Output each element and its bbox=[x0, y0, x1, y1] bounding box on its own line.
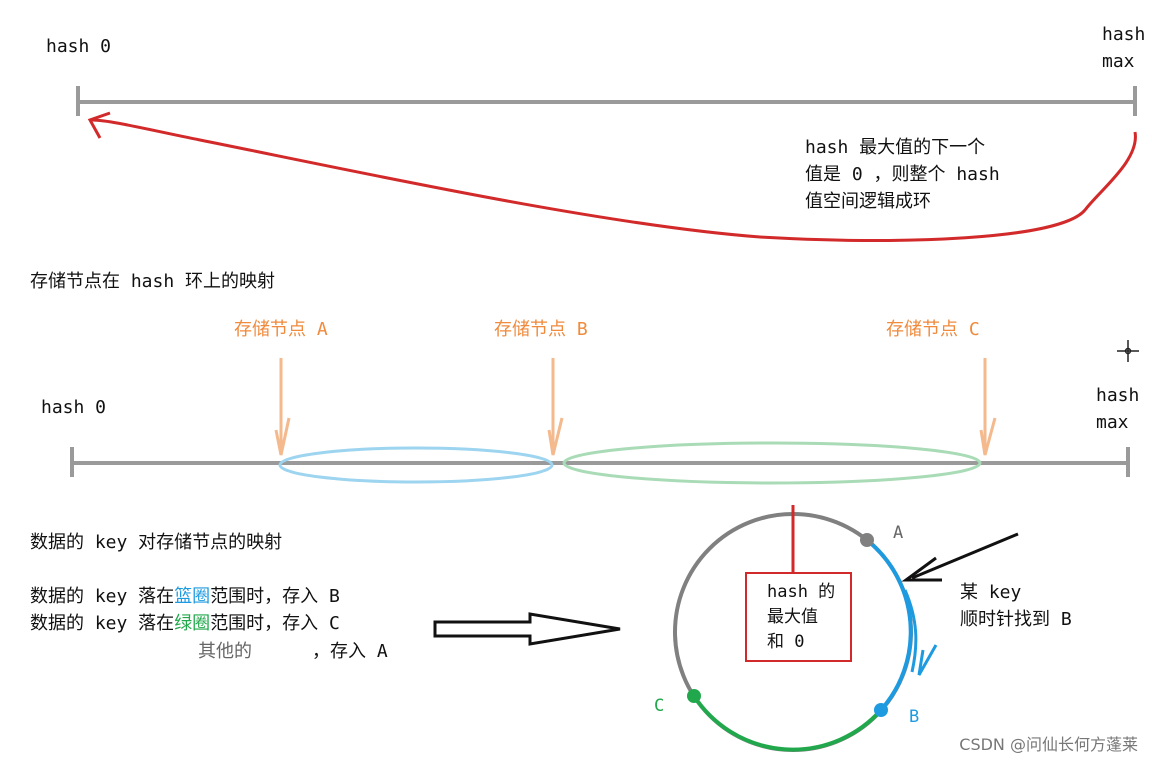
rule-line-other-suffix: ，存入 A bbox=[312, 641, 388, 662]
mid-hash-max-label-line2: max bbox=[1096, 412, 1129, 433]
wraparound-note-line3: 值空间逻辑成环 bbox=[805, 191, 931, 212]
clockwise-search-arc bbox=[903, 589, 918, 673]
node-mapping-title: 存储节点在 hash 环上的映射 bbox=[30, 271, 276, 292]
node-b-label: 存储节点 B bbox=[494, 319, 588, 340]
ring-node-a-dot bbox=[860, 533, 874, 547]
key-note-line2: 顺时针找到 B bbox=[960, 609, 1072, 630]
green-range-ellipse bbox=[562, 441, 982, 485]
top-hash-max-label-line1: hash bbox=[1102, 24, 1146, 45]
wraparound-note-line1: hash 最大值的下一个 bbox=[805, 137, 986, 158]
rule-line-green-prefix: 数据的 key 落在 bbox=[30, 613, 175, 634]
rule-line-blue-suffix: 范围时，存入 B bbox=[210, 586, 340, 607]
key-mapping-title: 数据的 key 对存储节点的映射 bbox=[30, 532, 283, 553]
node-a-label: 存储节点 A bbox=[234, 319, 328, 340]
ring-blue-segment bbox=[865, 538, 913, 712]
rule-line-other-prefix: 其他的 bbox=[198, 641, 252, 662]
key-note-line1: 某 key bbox=[960, 582, 1022, 603]
mid-hash-max-label-line1: hash bbox=[1096, 385, 1140, 406]
rule-line-blue-range: 篮圈 bbox=[174, 586, 211, 607]
wraparound-note-line2: 值是 0 ，则整个 hash bbox=[805, 164, 1000, 185]
box-line3: 和 0 bbox=[767, 632, 805, 652]
ring-node-c-dot bbox=[687, 689, 701, 703]
hash-max-zero-box: hash 的 最大值 和 0 bbox=[745, 572, 852, 662]
rule-line-green: 数据的 key 落在绿圈范围时，存入 C bbox=[30, 610, 340, 637]
top-hash-min-label: hash 0 bbox=[46, 36, 112, 57]
rule-line-green-suffix: 范围时，存入 C bbox=[210, 613, 340, 634]
node-c-arrow bbox=[979, 358, 997, 456]
key-pointer-arrow bbox=[911, 532, 1019, 580]
box-line1: hash 的 bbox=[767, 582, 836, 602]
rule-line-green-range: 绿圈 bbox=[174, 613, 211, 634]
node-c-label: 存储节点 C bbox=[886, 319, 980, 340]
node-a-arrow bbox=[274, 358, 291, 456]
rule-line-blue-prefix: 数据的 key 落在 bbox=[30, 586, 175, 607]
wraparound-arrow-curve bbox=[91, 118, 1137, 242]
ring-node-b-dot bbox=[874, 703, 888, 717]
key-pointer-arrowhead bbox=[901, 556, 942, 582]
hollow-right-arrow bbox=[433, 612, 621, 646]
ring-label-a: A bbox=[893, 523, 904, 543]
mid-hash-min-label: hash 0 bbox=[41, 397, 107, 418]
ring-label-b: B bbox=[909, 707, 920, 727]
crosshair-cursor-icon bbox=[1117, 340, 1139, 362]
ring-green-segment bbox=[692, 694, 883, 752]
blue-range-ellipse bbox=[278, 446, 554, 484]
ring-label-c: C bbox=[654, 696, 665, 716]
wraparound-arrow-head bbox=[87, 111, 111, 139]
csdn-watermark: CSDN @问仙长何方蓬莱 bbox=[959, 735, 1138, 754]
box-line2: 最大值 bbox=[767, 607, 818, 627]
clockwise-search-arrowhead bbox=[917, 644, 938, 676]
rule-line-blue: 数据的 key 落在篮圈范围时，存入 B bbox=[30, 583, 340, 610]
top-hash-max-label-line2: max bbox=[1102, 51, 1135, 72]
node-b-arrow bbox=[547, 358, 564, 456]
